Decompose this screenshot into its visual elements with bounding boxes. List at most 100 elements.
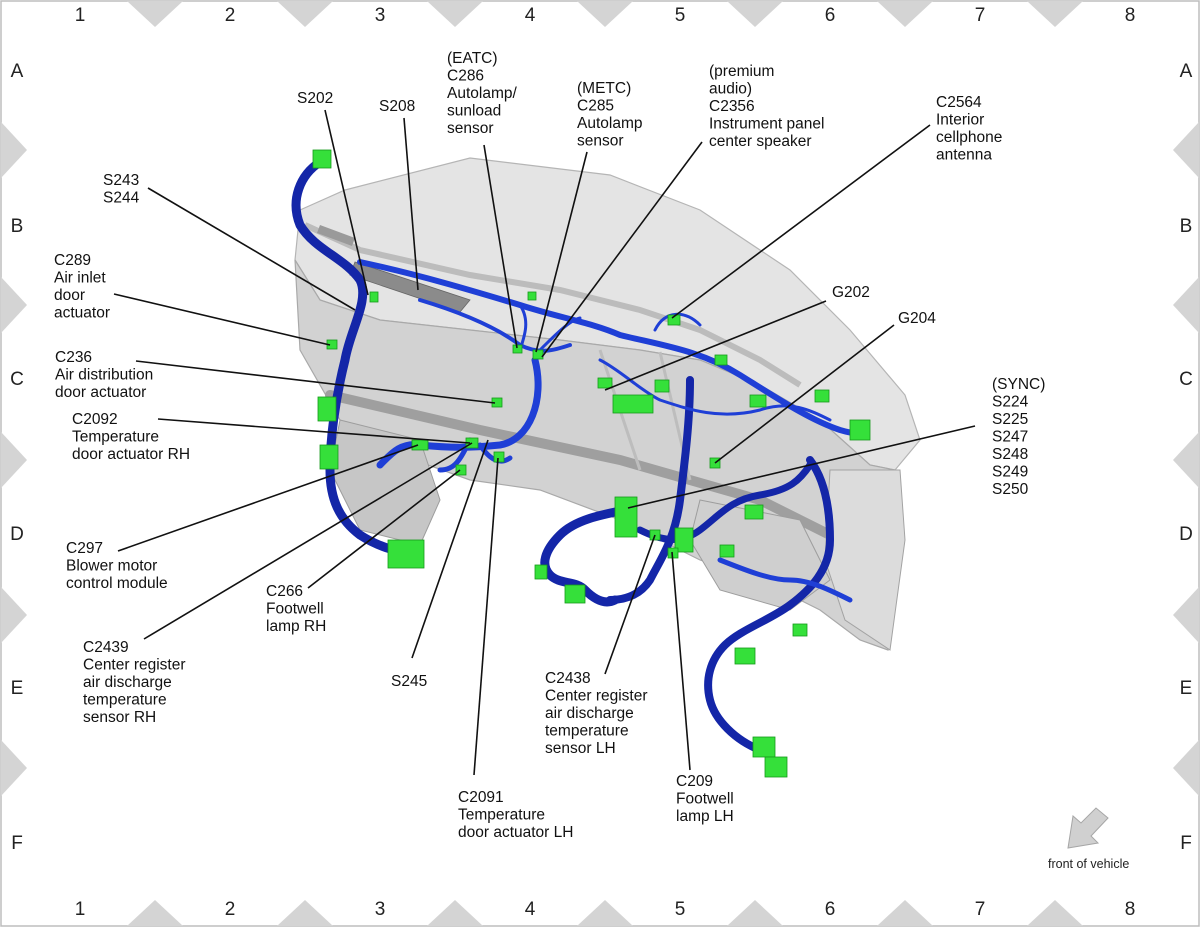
frame-marker-right [1173, 740, 1199, 796]
label-line: C2092 [72, 411, 118, 428]
frame-marker-top [577, 1, 633, 27]
connector-sync-block [614, 496, 638, 538]
grid-row-right: F [1180, 833, 1192, 854]
label-line: actuator [54, 305, 110, 322]
label-line: audio) [709, 81, 752, 98]
grid-column-top: 6 [825, 5, 836, 26]
label-line: S225 [992, 411, 1028, 428]
frame-marker-top [1027, 1, 1083, 27]
label-line: Instrument panel [709, 116, 824, 133]
connector-lh-end-2 [764, 756, 788, 778]
frame-marker-top [877, 1, 933, 27]
leader-c286 [483, 144, 518, 349]
grid-column-bottom: 3 [375, 899, 386, 920]
grid-column-bottom: 6 [825, 899, 836, 920]
label-g202: G202 [832, 284, 870, 301]
label-line: S244 [103, 190, 140, 207]
leader-c2091 [473, 457, 499, 776]
label-line: Center register [545, 688, 648, 705]
label-line: C2564 [936, 94, 982, 111]
frame-marker-right [1173, 432, 1199, 488]
instrument-panel-illustration [294, 157, 921, 651]
connector-c2092 [411, 439, 429, 451]
grid-row-right: D [1179, 524, 1193, 545]
grid-row-left: F [11, 833, 23, 854]
label-line: Autolamp/ [447, 85, 517, 102]
grid-column-bottom: 5 [675, 899, 686, 920]
label-line: S243 [103, 172, 139, 189]
harness-thin-branch [598, 358, 832, 422]
connector-upper-center [527, 291, 537, 301]
label-line: Interior [936, 112, 984, 129]
label-line: S224 [992, 394, 1029, 411]
frame-marker-bottom [1027, 900, 1083, 926]
label-g204: G204 [898, 310, 936, 327]
grid-row-left: E [11, 678, 24, 699]
leader-s243 [147, 187, 356, 311]
label-line: S249 [992, 464, 1028, 481]
frame-marker-left [1, 122, 27, 178]
label-line: door actuator RH [72, 446, 190, 463]
label-line: G204 [898, 310, 936, 327]
grid-column-top: 5 [675, 5, 686, 26]
label-line: C286 [447, 68, 484, 85]
grid-column-top: 7 [975, 5, 986, 26]
frame-marker-bottom [127, 900, 183, 926]
connector-c286 [512, 344, 523, 354]
label-line: (premium [709, 63, 774, 80]
harness-lower-branch [717, 557, 853, 603]
connector-lh-trunk-1 [734, 647, 756, 665]
frame-marker-bottom [427, 900, 483, 926]
dash-ledge [303, 222, 802, 388]
label-line: Center register [83, 657, 186, 674]
leader-s208 [403, 117, 419, 291]
connector-lh-end [849, 419, 871, 441]
frame-marker-left [1, 587, 27, 643]
harness-lh-trunk [704, 456, 834, 754]
leader-s202 [324, 109, 369, 296]
harness-center-drop [606, 376, 694, 604]
label-line: (METC) [577, 80, 631, 97]
label-line: antenna [936, 147, 992, 164]
label-line: temperature [83, 692, 167, 709]
label-line: lamp RH [266, 618, 326, 635]
harness-upper-main [357, 259, 865, 437]
grid-row-left: D [10, 524, 24, 545]
connector-rh-block-1 [317, 396, 337, 422]
frame-marker-bottom [277, 900, 333, 926]
frame-marker-top [427, 1, 483, 27]
label-line: temperature [545, 723, 629, 740]
label-line: S202 [297, 90, 333, 107]
label-line: C2091 [458, 789, 504, 806]
grid-column-bottom: 7 [975, 899, 986, 920]
grid-column-bottom: 2 [225, 899, 236, 920]
label-line: Air inlet [54, 270, 106, 287]
connector-c2091 [493, 451, 505, 463]
label-line: S248 [992, 446, 1028, 463]
label-line: sensor [577, 133, 624, 150]
connector-lh-loop-1 [534, 564, 548, 580]
leader-c236 [135, 360, 496, 404]
connectors [312, 149, 871, 778]
label-line: cellphone [936, 129, 1002, 146]
frame-marker-right [1173, 122, 1199, 178]
connector-lh-loop-2 [564, 584, 586, 604]
connector-g202 [597, 377, 613, 389]
label-line: center speaker [709, 133, 812, 150]
label-line: C209 [676, 773, 713, 790]
label-line: (EATC) [447, 50, 498, 67]
frame-marker-bottom [577, 900, 633, 926]
grid-row-right: B [1180, 216, 1193, 237]
front-of-vehicle-indicator: front of vehicle [1048, 807, 1129, 871]
label-line: sensor [447, 120, 494, 137]
grid-row-left: A [11, 61, 24, 82]
connector-blower-module [387, 539, 425, 569]
leader-c209 [671, 551, 691, 771]
frame-marker-bottom [877, 900, 933, 926]
